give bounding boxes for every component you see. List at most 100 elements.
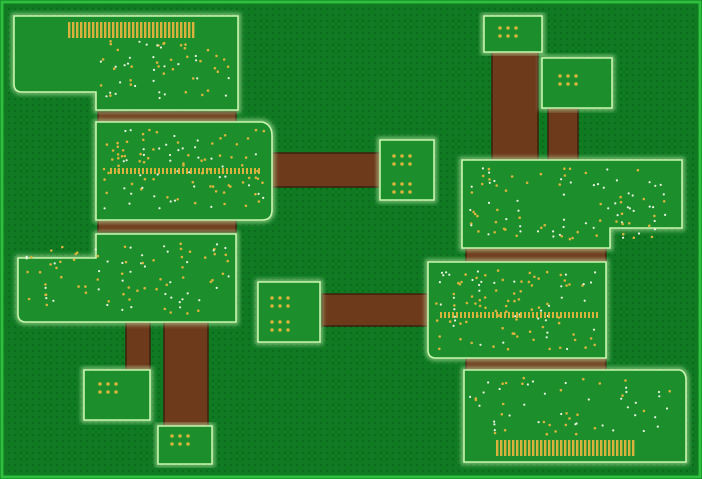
chip-pin <box>210 168 212 174</box>
gold-pad <box>230 156 233 159</box>
edge-finger <box>624 440 627 456</box>
via <box>173 134 176 138</box>
gold-pad <box>621 222 624 226</box>
gold-pad <box>60 275 63 279</box>
gold-pad <box>464 273 467 276</box>
connector-pad <box>506 34 510 38</box>
gold-pad <box>125 140 129 144</box>
via <box>592 328 596 331</box>
via <box>487 201 491 204</box>
chip-pin <box>190 168 192 174</box>
connector-pad <box>392 190 396 194</box>
gold-pad <box>163 307 167 311</box>
via <box>452 296 455 299</box>
chip-pin <box>242 168 244 174</box>
via <box>139 174 142 177</box>
via <box>440 271 444 274</box>
chip-pin <box>138 168 140 174</box>
connector-pad <box>574 74 578 78</box>
gold-pad <box>171 67 175 71</box>
chip-pin <box>142 168 144 174</box>
gold-pad <box>141 132 145 136</box>
edge-finger <box>612 440 615 456</box>
gold-pad <box>227 184 231 187</box>
rigid-section <box>483 15 543 53</box>
chip-pin <box>596 312 598 318</box>
gold-pad <box>254 128 258 132</box>
gold-pad <box>120 155 124 158</box>
gold-pad <box>548 423 551 427</box>
gold-pad <box>139 152 142 156</box>
gold-pad <box>162 42 165 46</box>
via <box>476 270 479 273</box>
gold-pad <box>121 149 125 152</box>
via <box>445 271 448 274</box>
gold-pad <box>96 278 99 281</box>
via <box>482 391 485 394</box>
chip-pin <box>130 168 132 174</box>
gold-pad <box>50 249 53 252</box>
via <box>168 153 172 157</box>
gold-pad <box>515 234 518 238</box>
via <box>502 341 505 344</box>
edge-finger <box>572 440 575 456</box>
via <box>126 62 130 65</box>
via <box>177 63 180 66</box>
chip-pin <box>246 168 248 174</box>
connector-pad <box>270 304 274 308</box>
edge-finger <box>532 440 535 456</box>
via <box>592 184 596 187</box>
chip-pin <box>214 168 216 174</box>
gold-pad <box>186 312 189 315</box>
chip-pin <box>508 312 510 318</box>
gold-pad <box>530 284 534 287</box>
gold-pad <box>44 293 48 297</box>
gold-pad <box>218 154 222 157</box>
chip-pin <box>158 168 160 174</box>
gold-pad <box>203 256 207 259</box>
via <box>574 423 577 426</box>
via <box>195 59 198 62</box>
gold-pad <box>481 174 485 178</box>
via <box>626 406 630 409</box>
gold-pad <box>155 61 159 64</box>
via <box>517 209 520 212</box>
gold-pad <box>45 303 49 307</box>
connector-pad <box>286 296 290 300</box>
via <box>544 319 548 322</box>
edge-finger <box>512 440 515 456</box>
via <box>564 381 567 385</box>
edge-finger <box>100 22 103 38</box>
via <box>560 412 563 416</box>
gold-pad <box>620 212 624 215</box>
gold-pad <box>457 281 460 285</box>
chip-pin <box>178 168 180 174</box>
via <box>498 387 501 391</box>
gold-pad <box>469 222 473 225</box>
connector-pad <box>408 182 412 186</box>
via <box>648 205 651 208</box>
gold-pad <box>155 287 158 291</box>
gold-pad <box>157 65 160 68</box>
via <box>165 143 168 146</box>
via <box>158 147 161 150</box>
via <box>505 218 508 221</box>
via <box>653 228 657 231</box>
via <box>196 77 199 80</box>
gold-pad <box>532 338 535 342</box>
chip-pin <box>222 168 224 174</box>
gold-pad <box>105 191 108 195</box>
connector-pad <box>178 434 182 438</box>
gold-pad <box>599 202 602 206</box>
via <box>141 254 144 257</box>
gold-pad <box>111 158 114 161</box>
chip-pin <box>460 312 462 318</box>
via <box>513 280 516 283</box>
connector-pad <box>186 434 190 438</box>
gold-pad <box>501 402 505 406</box>
gold-pad <box>558 183 562 186</box>
via <box>654 416 657 419</box>
via <box>439 303 442 306</box>
gold-pad <box>537 306 541 309</box>
connector-pad <box>408 154 412 158</box>
